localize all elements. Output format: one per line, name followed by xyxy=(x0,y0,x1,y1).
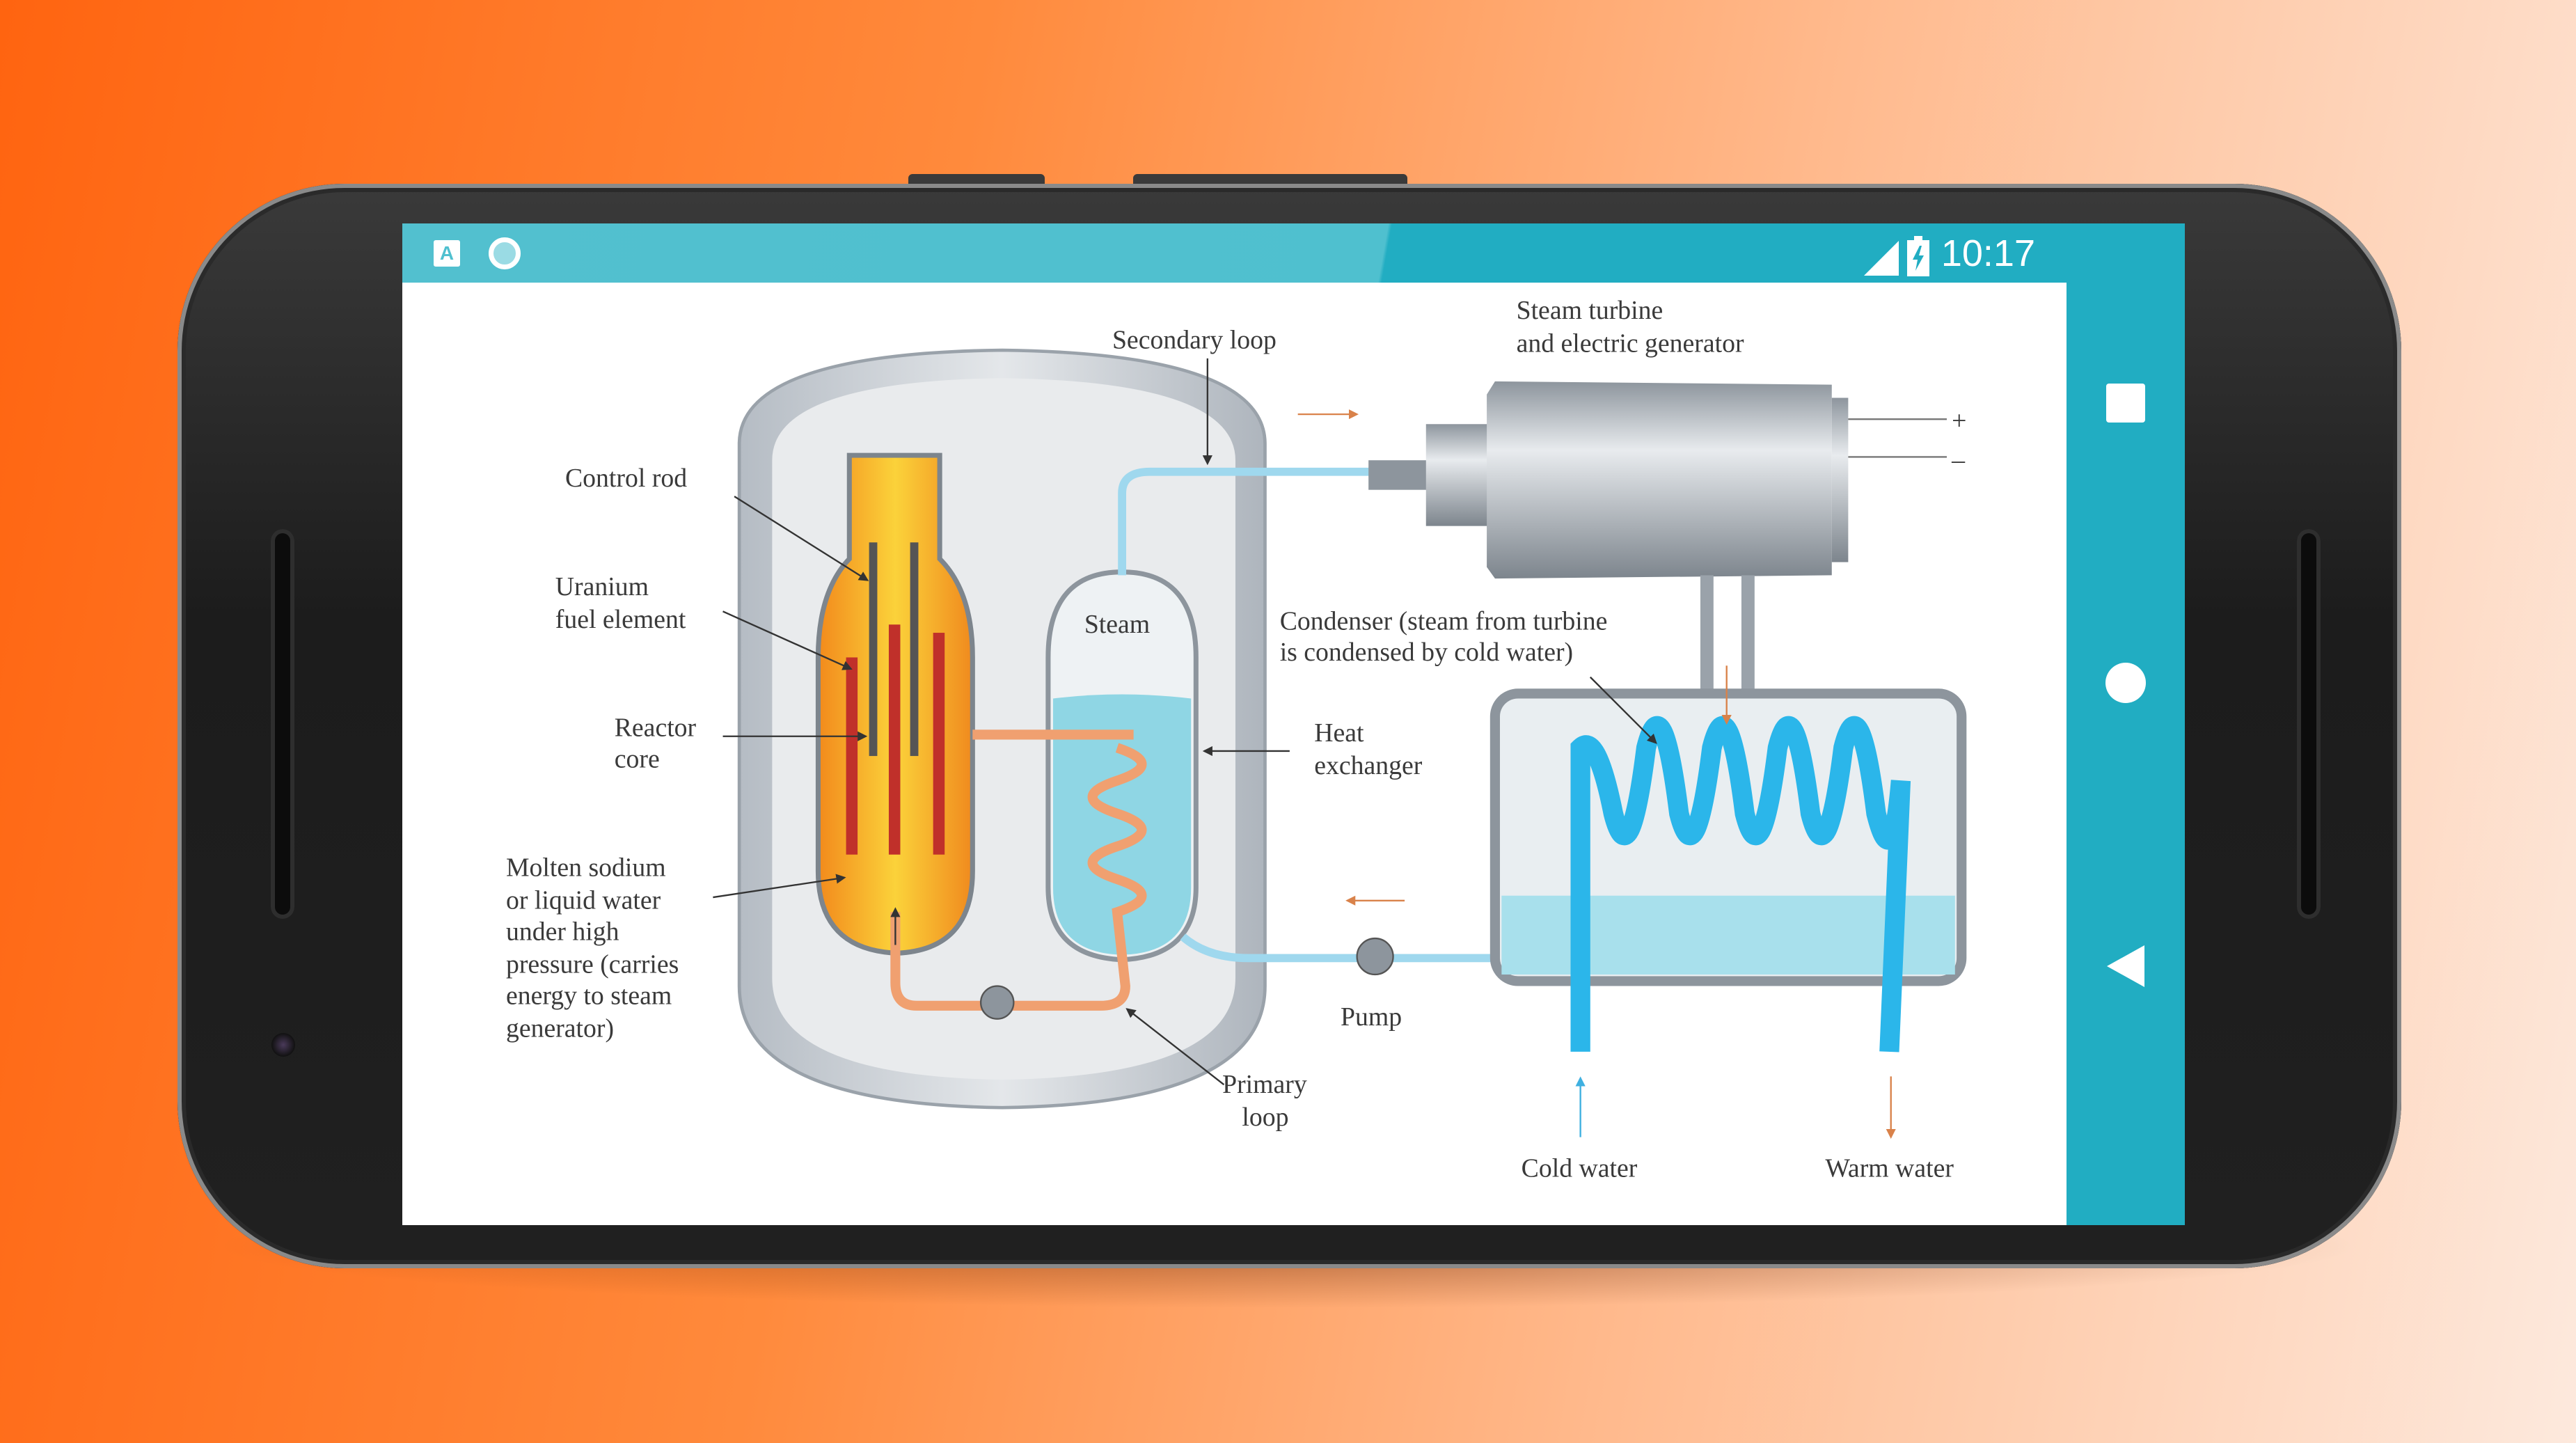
circle-app-icon xyxy=(489,237,521,269)
label-warm-water: Warm water xyxy=(1825,1153,1954,1183)
label-molten: or liquid water xyxy=(506,886,661,915)
label-molten: Molten sodium xyxy=(506,853,666,882)
label-cold-water: Cold water xyxy=(1522,1153,1638,1183)
font-app-icon: A xyxy=(434,240,460,267)
label-molten: pressure (carries xyxy=(506,950,679,979)
speaker-right xyxy=(2297,529,2321,919)
label-secondary-loop: Secondary loop xyxy=(1112,326,1277,355)
label-turbine-1: Steam turbine xyxy=(1517,296,1664,325)
back-button[interactable] xyxy=(2107,945,2144,987)
volume-button[interactable] xyxy=(908,174,1045,184)
label-condenser-1: Condenser (steam from turbine xyxy=(1280,606,1608,636)
status-bar: A 10:17 xyxy=(402,223,2185,283)
primary-loop xyxy=(890,730,1147,1011)
label-pump: Pump xyxy=(1341,1002,1402,1032)
label-steam: Steam xyxy=(1084,610,1150,639)
steam-turbine xyxy=(1487,381,1832,579)
label-molten: under high xyxy=(506,917,619,946)
navigation-bar xyxy=(2067,283,2185,1225)
speaker-left xyxy=(271,529,294,919)
power-button[interactable] xyxy=(1133,174,1407,184)
signal-icon xyxy=(1864,241,1899,276)
label-control-rod: Control rod xyxy=(565,464,687,493)
condenser-coil xyxy=(1570,716,1911,1052)
secondary-loop xyxy=(1118,467,1495,963)
label-molten: energy to steam xyxy=(506,981,672,1010)
label-plus: + xyxy=(1952,406,1966,435)
recents-button[interactable] xyxy=(2106,384,2145,423)
label-uranium-2: fuel element xyxy=(555,605,686,634)
clock: 10:17 xyxy=(1941,232,2035,274)
front-camera xyxy=(271,1033,295,1057)
label-primary-1: Primary xyxy=(1222,1070,1307,1099)
label-molten: generator) xyxy=(506,1014,614,1043)
label-reactor-2: core xyxy=(615,745,660,774)
label-heat-1: Heat xyxy=(1314,718,1364,748)
label-primary-2: loop xyxy=(1242,1103,1288,1132)
label-minus: – xyxy=(1951,445,1966,475)
label-condenser-2: is condensed by cold water) xyxy=(1280,638,1573,667)
label-reactor-1: Reactor xyxy=(615,713,697,743)
label-turbine-2: and electric generator xyxy=(1517,329,1744,358)
home-button[interactable] xyxy=(2105,663,2146,703)
label-heat-2: exchanger xyxy=(1314,751,1423,780)
battery-charging-icon xyxy=(1907,236,1929,276)
label-uranium-1: Uranium xyxy=(555,572,649,601)
